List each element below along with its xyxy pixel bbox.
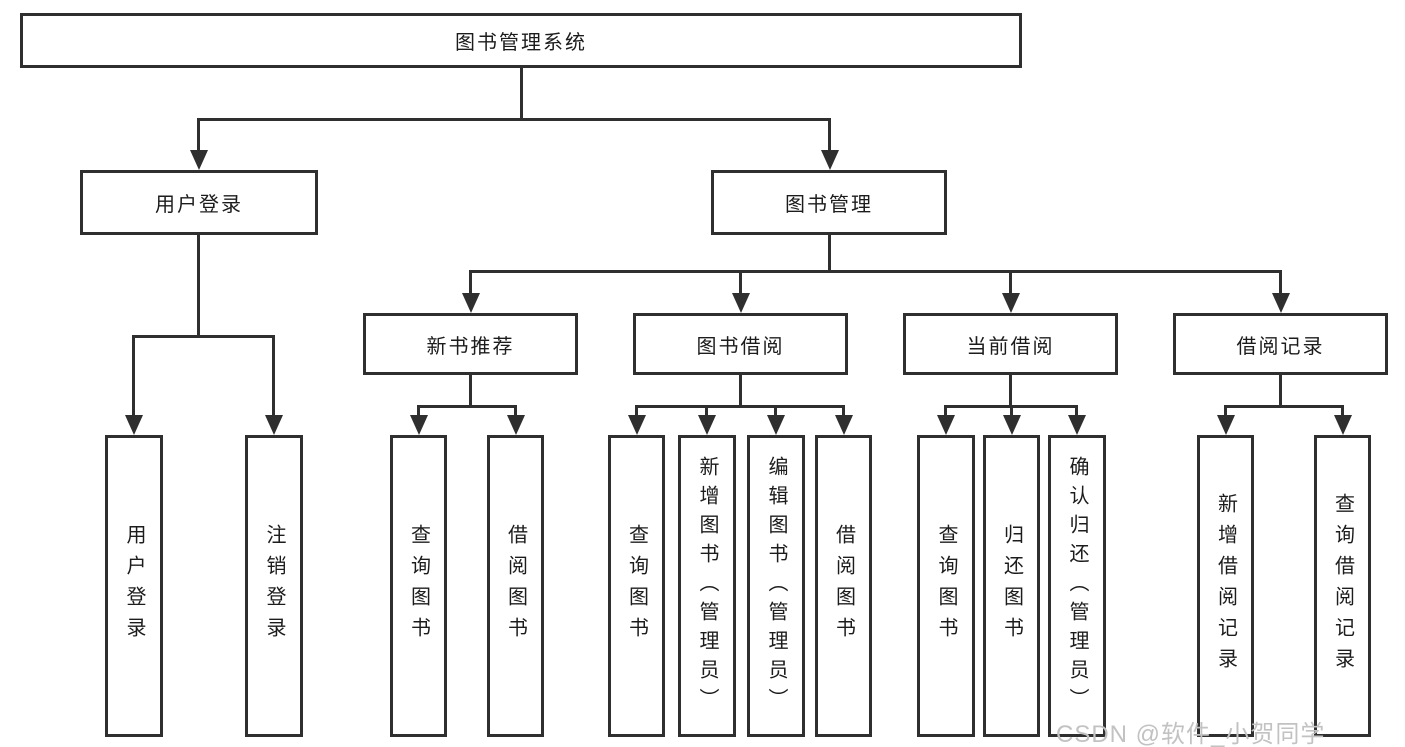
node-label: 新增借阅记录 <box>1214 493 1237 679</box>
connector-line <box>1075 405 1078 417</box>
connector-line <box>1224 405 1227 417</box>
connector-line <box>944 405 947 417</box>
connector-line <box>828 235 831 270</box>
arrow-down-icon <box>265 415 283 435</box>
leaf-query-books-borrowing: 查询图书 <box>608 435 665 737</box>
connector-line <box>132 335 135 417</box>
connector-line <box>635 405 845 408</box>
node-label: 借阅图书 <box>504 524 527 648</box>
node-borrowing-records: 借阅记录 <box>1173 313 1388 375</box>
connector-line <box>635 405 638 417</box>
node-current-borrowing: 当前借阅 <box>903 313 1118 375</box>
connector-line <box>1224 405 1344 408</box>
node-user-login: 用户登录 <box>80 170 318 235</box>
leaf-edit-book-admin: 编辑图书（管理员） <box>747 435 805 737</box>
arrow-down-icon <box>767 415 785 435</box>
leaf-add-book-admin: 新增图书（管理员） <box>678 435 736 737</box>
connector-line <box>272 335 275 417</box>
leaf-user-login: 用户登录 <box>105 435 163 737</box>
node-label: 查询图书 <box>935 524 957 648</box>
arrow-down-icon <box>462 293 480 313</box>
leaf-confirm-return-admin: 确认归还（管理员） <box>1048 435 1106 737</box>
node-label: 图书借阅 <box>696 335 785 358</box>
connector-line <box>1009 375 1012 405</box>
connector-line <box>774 405 777 417</box>
node-book-management: 图书管理 <box>711 170 947 235</box>
node-label: 归还图书 <box>1000 524 1023 648</box>
node-label: 确认归还（管理员） <box>1066 455 1088 717</box>
arrow-down-icon <box>1002 293 1020 313</box>
arrow-down-icon <box>190 150 208 170</box>
node-label: 借阅图书 <box>832 524 855 648</box>
connector-line <box>197 235 200 335</box>
arrow-down-icon <box>628 415 646 435</box>
arrow-down-icon <box>698 415 716 435</box>
leaf-logout-login: 注销登录 <box>245 435 303 737</box>
arrow-down-icon <box>125 415 143 435</box>
connector-line <box>842 405 845 417</box>
arrow-down-icon <box>1217 415 1235 435</box>
leaf-query-books-current: 查询图书 <box>917 435 975 737</box>
arrow-down-icon <box>1068 415 1086 435</box>
arrow-down-icon <box>821 150 839 170</box>
leaf-borrow-books-recommend: 借阅图书 <box>487 435 544 737</box>
csdn-watermark: CSDN @软件_小贺同学 <box>1056 721 1326 747</box>
connector-line <box>705 405 708 417</box>
connector-line <box>197 118 200 152</box>
node-label: 新增图书（管理员） <box>696 455 718 717</box>
connector-line <box>514 405 517 417</box>
leaf-borrow-books-borrowing: 借阅图书 <box>815 435 872 737</box>
connector-line <box>417 405 420 417</box>
node-label: 图书管理 <box>785 194 873 216</box>
connector-line <box>1341 405 1344 417</box>
leaf-return-books: 归还图书 <box>983 435 1040 737</box>
node-label: 用户登录 <box>123 524 145 648</box>
arrow-down-icon <box>1272 293 1290 313</box>
node-label: 当前借阅 <box>966 335 1055 358</box>
connector-line <box>739 270 742 295</box>
node-label: 注销登录 <box>263 524 285 648</box>
leaf-add-borrow-record: 新增借阅记录 <box>1197 435 1254 737</box>
connector-line <box>1010 405 1013 417</box>
arrow-down-icon <box>835 415 853 435</box>
connector-line <box>1279 375 1282 405</box>
node-label: 查询借阅记录 <box>1331 493 1354 679</box>
arrow-down-icon <box>937 415 955 435</box>
connector-line <box>417 405 517 408</box>
leaf-query-borrow-record: 查询借阅记录 <box>1314 435 1371 737</box>
leaf-query-books-recommend: 查询图书 <box>390 435 447 737</box>
connector-line <box>469 375 472 405</box>
node-new-book-recommend: 新书推荐 <box>363 313 578 375</box>
connector-line <box>520 68 523 118</box>
arrow-down-icon <box>410 415 428 435</box>
node-label: 借阅记录 <box>1236 335 1325 358</box>
connector-line <box>1009 270 1012 295</box>
connector-line <box>469 270 1282 273</box>
node-label: 编辑图书（管理员） <box>765 455 787 717</box>
node-book-management-system: 图书管理系统 <box>20 13 1022 68</box>
arrow-down-icon <box>732 293 750 313</box>
node-book-borrowing: 图书借阅 <box>633 313 848 375</box>
connector-line <box>132 335 275 338</box>
node-label: 查询图书 <box>407 524 430 648</box>
connector-line <box>1279 270 1282 295</box>
arrow-down-icon <box>1334 415 1352 435</box>
arrow-down-icon <box>1003 415 1021 435</box>
node-label: 图书管理系统 <box>455 32 587 54</box>
connector-line <box>197 118 831 121</box>
connector-line <box>469 270 472 295</box>
arrow-down-icon <box>507 415 525 435</box>
node-label: 新书推荐 <box>426 335 515 358</box>
connector-line <box>828 118 831 152</box>
node-label: 用户登录 <box>155 194 243 216</box>
node-label: 查询图书 <box>625 524 648 648</box>
connector-line <box>739 375 742 405</box>
